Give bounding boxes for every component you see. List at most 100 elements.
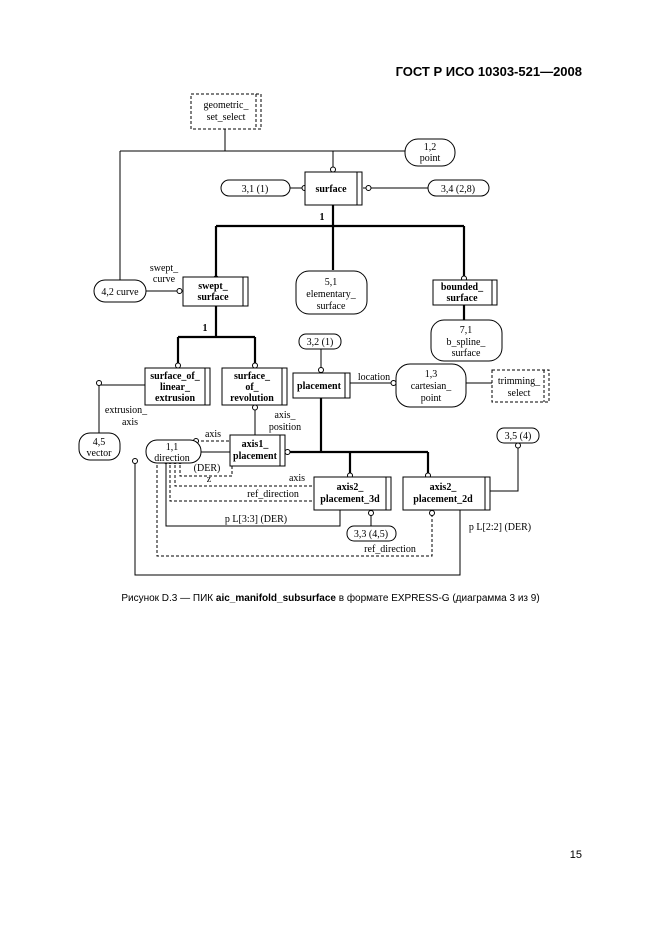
axis2-2d-ref-direction-label: ref_direction bbox=[364, 544, 416, 555]
direction-ref bbox=[145, 439, 202, 464]
caption-name: aic_manifold_subsurface bbox=[215, 593, 336, 604]
standard-header: ГОСТ Р ИСО 10303-521—2008 bbox=[395, 64, 582, 79]
ref-3-1 bbox=[220, 179, 291, 197]
ref-3-2 bbox=[298, 333, 342, 350]
axis2-2d-ref-direction-connector bbox=[429, 510, 435, 516]
caption-prefix: Рисунок D.3 — ПИК bbox=[121, 593, 216, 604]
placement-entity bbox=[292, 372, 351, 399]
b-spline-surface-label-2: b_spline_ bbox=[447, 337, 487, 348]
swept-curve-label-2: curve bbox=[153, 274, 176, 285]
line-axis1-z bbox=[179, 460, 233, 477]
surface-cardinality: 1 bbox=[320, 212, 325, 223]
revolution-label-3: revolution bbox=[230, 393, 274, 404]
extrusion-axis-label-2: axis bbox=[122, 417, 138, 428]
geometric-set-select-box bbox=[190, 93, 262, 130]
surface-entity bbox=[304, 171, 363, 206]
ref-3-5 bbox=[496, 427, 540, 444]
ref-3-2-label: 3,2 (1) bbox=[307, 337, 334, 348]
elementary-surface-ref bbox=[295, 270, 368, 315]
placement-top-connector bbox=[318, 367, 324, 373]
linear-extrusion-entity bbox=[144, 367, 211, 406]
swept-surface-entity bbox=[182, 276, 249, 307]
ref-3-1-label: 3,1 (1) bbox=[242, 184, 269, 195]
elementary-surface-label-3: surface bbox=[317, 301, 346, 312]
ref-3-5-label: 3,5 (4) bbox=[505, 431, 532, 442]
surface-top-connector bbox=[330, 166, 336, 173]
line-axis2-3d-p bbox=[165, 460, 341, 527]
axis1-placement-label-2: placement bbox=[233, 451, 278, 462]
ref-3-4 bbox=[427, 179, 490, 197]
axis2-placement-2d-entity bbox=[402, 476, 491, 511]
axis2-placement-3d-entity bbox=[313, 476, 392, 511]
geometric-set-select-label-2: set_select bbox=[207, 112, 246, 123]
revolution-connector bbox=[252, 362, 258, 369]
curve-ref-label: 4,2 curve bbox=[101, 287, 139, 298]
cartesian-point-label-2: cartesian_ bbox=[411, 381, 453, 392]
swept-surface-curve-connector bbox=[176, 288, 183, 294]
location-label: location bbox=[358, 372, 390, 383]
trimming-select-label-1: trimming_ bbox=[498, 376, 541, 387]
direction-ref-label-2: direction bbox=[154, 453, 190, 464]
axis2-3d-p-label: p L[3:3] (DER) bbox=[225, 514, 287, 525]
trimming-select-box bbox=[491, 369, 550, 403]
axis2-placement-3d-label-1: axis2_ bbox=[337, 482, 365, 493]
surface-right-connector bbox=[365, 185, 372, 191]
cartesian-point-label-3: point bbox=[421, 393, 442, 404]
axis2-3d-axis-label: axis bbox=[289, 473, 305, 484]
surface-label: surface bbox=[315, 184, 347, 195]
axis2-3d-bottom-connector bbox=[368, 510, 374, 516]
swept-curve-label-1: swept_ bbox=[150, 263, 179, 274]
vector-ref bbox=[78, 432, 121, 461]
axis2-3d-ref-direction-label: ref_direction bbox=[247, 489, 299, 500]
axis2-2d-p-label: p L[2:2] (DER) bbox=[469, 522, 531, 533]
trimming-select-label-2: select bbox=[508, 388, 531, 399]
linear-extrusion-label-1: surface_of_ bbox=[150, 371, 200, 382]
ref35-connector bbox=[515, 442, 521, 449]
vector-ref-label-2: vector bbox=[87, 448, 113, 459]
location-connector bbox=[390, 380, 397, 386]
linear-extrusion-label-2: linear_ bbox=[160, 382, 191, 393]
axis1-placement-entity bbox=[229, 434, 286, 467]
page-number: 15 bbox=[569, 849, 582, 861]
cartesian-point-label-1: 1,3 bbox=[425, 369, 438, 380]
extrusion-axis-label-1: extrusion_ bbox=[105, 405, 148, 416]
line-axis2-2d-ref-direction bbox=[156, 460, 433, 557]
point-ref-label-2: point bbox=[420, 153, 441, 164]
bounded-surface-entity bbox=[432, 279, 498, 306]
b-spline-surface-label-1: 7,1 bbox=[460, 325, 473, 336]
axis-position-label-2: position bbox=[269, 422, 301, 433]
b-spline-surface-ref bbox=[430, 319, 503, 362]
point-ref bbox=[404, 138, 456, 167]
elementary-surface-label-2: elementary_ bbox=[306, 289, 356, 300]
axis-position-connector bbox=[252, 404, 258, 411]
extrusion-axis-connector bbox=[96, 380, 102, 386]
placement-label: placement bbox=[297, 381, 342, 392]
caption-suffix: в формате EXPRESS-G (диаграмма 3 из 9) bbox=[335, 593, 540, 604]
line-axis2-3d-axis bbox=[174, 460, 314, 487]
axis2-placement-3d-label-2: placement_3d bbox=[320, 494, 380, 505]
ref-3-4-label: 3,4 (2,8) bbox=[441, 184, 475, 195]
line-axis2-3d-ref-direction bbox=[169, 460, 314, 502]
axis-position-label-1: axis_ bbox=[274, 410, 296, 421]
axis1-placement-label-1: axis1_ bbox=[242, 439, 270, 450]
elementary-surface-label-1: 5,1 bbox=[325, 277, 338, 288]
revolution-label-1: surface_ bbox=[234, 371, 271, 382]
cartesian-point-ref bbox=[395, 363, 467, 408]
revolution-label-2: of_ bbox=[245, 382, 259, 393]
vector-ref-label-1: 4,5 bbox=[93, 437, 106, 448]
axis2-placement-2d-label-2: placement_2d bbox=[413, 494, 473, 505]
axis2-2d-p-connector bbox=[132, 458, 138, 464]
curve-ref bbox=[93, 279, 147, 303]
bounded-surface-label-1: bounded_ bbox=[441, 282, 484, 293]
b-spline-surface-label-3: surface bbox=[452, 348, 481, 359]
direction-ref-label-1: 1,1 bbox=[166, 442, 179, 453]
ref-3-3 bbox=[346, 525, 397, 542]
der-z-label-1: (DER) bbox=[194, 463, 221, 474]
bounded-surface-label-2: surface bbox=[446, 293, 478, 304]
linear-extrusion-connector bbox=[175, 362, 181, 369]
axis2-placement-2d-label-1: axis2_ bbox=[430, 482, 458, 493]
line-axis2-2d-ref35 bbox=[490, 443, 519, 492]
swept-cardinality: 1 bbox=[203, 323, 208, 334]
